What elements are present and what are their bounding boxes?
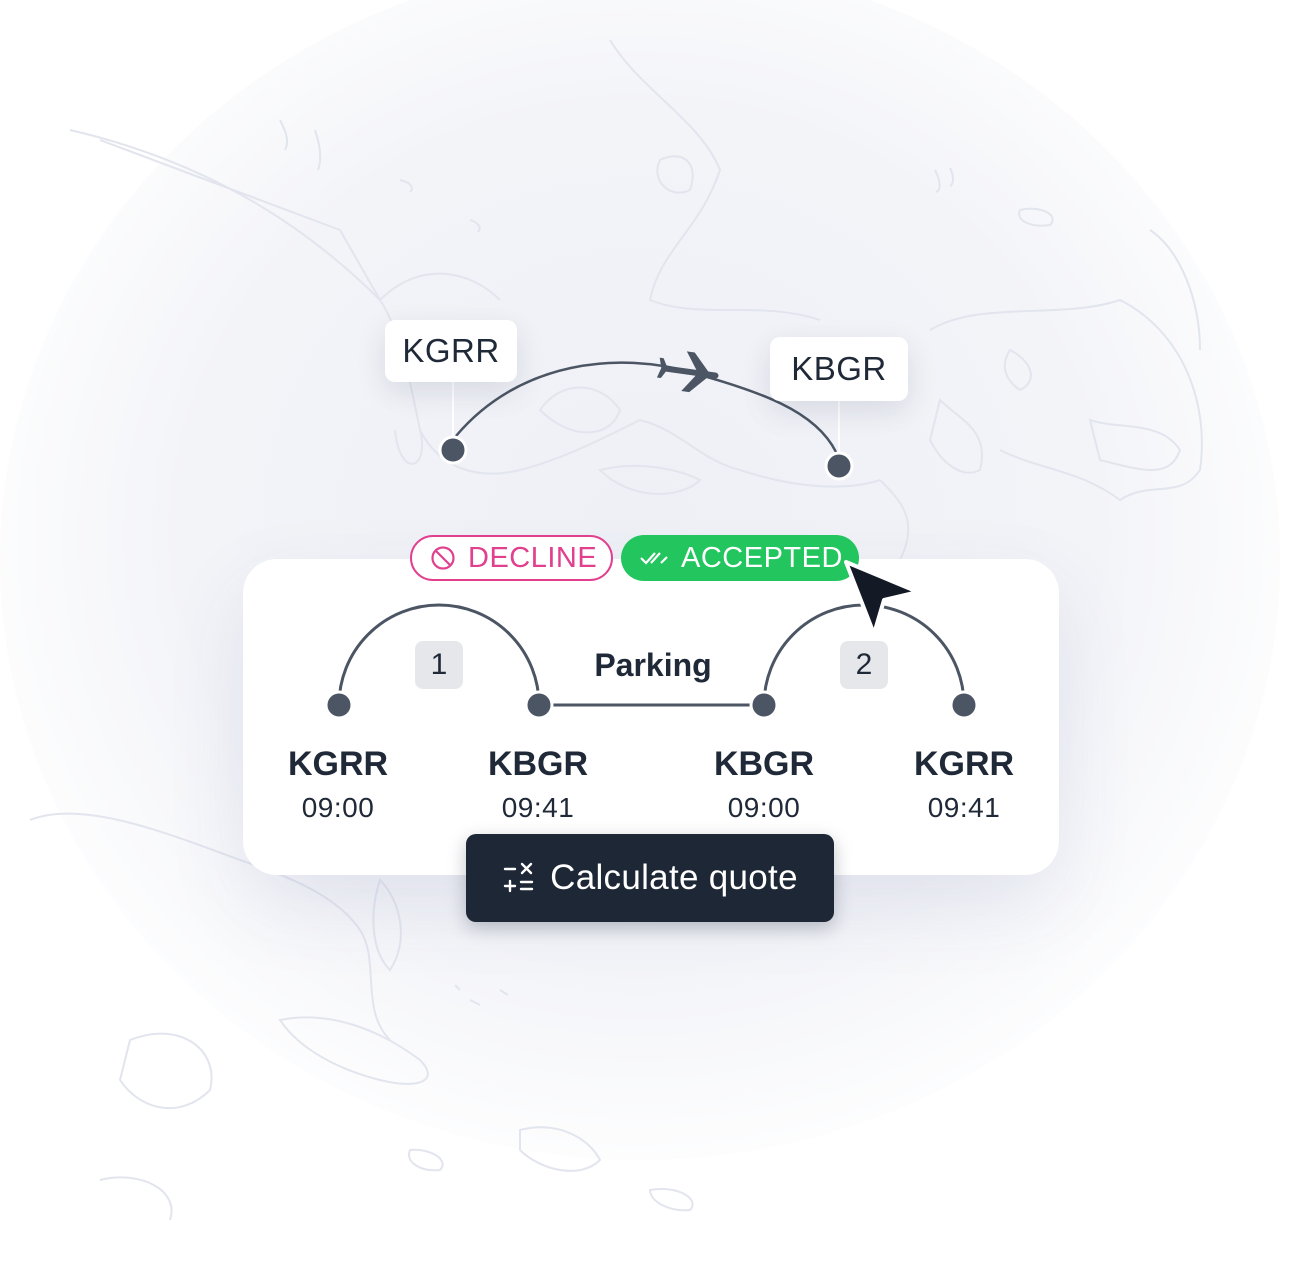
stop-airport-code: KGRR [287,745,389,783]
leg-number-badge: 2 [840,641,888,689]
stop-node-2 [524,690,554,720]
stop-item: KGRR 09:00 [268,744,408,828]
ban-icon [431,546,455,570]
stop-item: KBGR 09:00 [694,744,834,828]
stop-item: KGRR 09:41 [894,744,1034,828]
calculate-quote-label: Calculate quote [550,858,798,897]
accepted-button[interactable]: ACCEPTED [621,535,859,581]
mouse-pointer-icon [844,560,920,636]
stop-node-3 [749,690,779,720]
stop-item: KBGR 09:41 [468,744,608,828]
calculate-quote-button[interactable]: Calculate quote [466,834,834,922]
stop-node-1 [324,690,354,720]
decline-label: DECLINE [468,541,598,574]
parking-label: Parking [594,647,712,683]
leg-1-arc [337,603,541,706]
stop-airport-code: KBGR [713,745,815,783]
stop-airport-code: KBGR [487,745,589,783]
stop-time: 09:41 [501,792,575,823]
accepted-label: ACCEPTED [681,541,843,574]
stop-time: 09:41 [927,792,1001,823]
itinerary-card: 1 2 Parking KGRR 09:00 KBGR 09:41 KBGR 0… [243,559,1059,875]
stop-time: 09:00 [301,792,375,823]
leg-number-badge: 1 [415,641,463,689]
origin-airport-label: KGRR [385,320,517,382]
double-check-icon [640,552,668,565]
stop-node-4 [949,690,979,720]
stop-time: 09:00 [727,792,801,823]
decline-button[interactable]: DECLINE [410,535,613,581]
destination-airport-label: KBGR [770,337,908,401]
stop-airport-code: KGRR [913,745,1015,783]
calculator-icon [503,862,534,893]
